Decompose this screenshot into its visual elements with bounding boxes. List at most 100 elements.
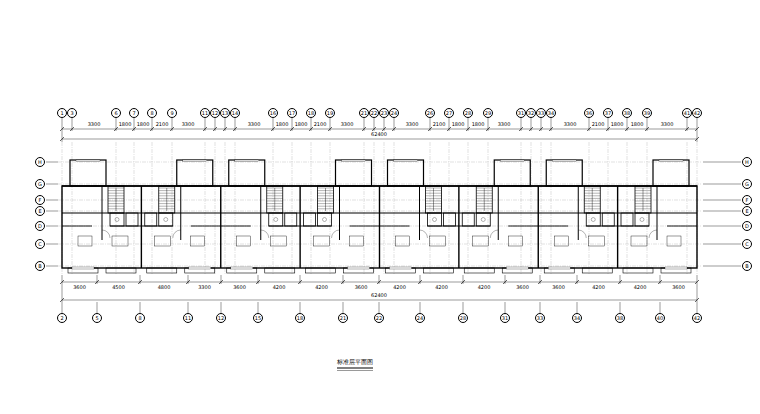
axis-bubble: 34 bbox=[572, 313, 582, 323]
axis-line bbox=[58, 162, 701, 163]
window bbox=[183, 160, 207, 162]
door-swing bbox=[578, 230, 586, 238]
axis-leader bbox=[379, 302, 380, 313]
party-wall bbox=[299, 186, 300, 268]
stair-well bbox=[584, 186, 600, 213]
window bbox=[552, 160, 576, 162]
dimension-text: 3600 bbox=[671, 285, 686, 290]
axis-bubble: G bbox=[35, 179, 45, 189]
axis-bubble: 32 bbox=[526, 108, 536, 118]
interior-wall bbox=[350, 226, 380, 227]
stair-handrail bbox=[274, 188, 275, 211]
axis-number: 24 bbox=[391, 111, 397, 116]
sofa-symbol bbox=[112, 236, 128, 246]
axis-number: 19 bbox=[327, 111, 333, 116]
dimension-text: 2100 bbox=[313, 122, 328, 127]
dimension-text: 62400 bbox=[370, 132, 388, 137]
bathroom bbox=[476, 213, 490, 226]
axis-number: 41 bbox=[684, 111, 690, 116]
axis-bubble: 38 bbox=[615, 313, 625, 323]
axis-leader bbox=[540, 302, 541, 313]
window bbox=[390, 267, 412, 269]
axis-bubble: 33 bbox=[535, 313, 545, 323]
axis-bubble: B bbox=[35, 261, 45, 271]
door-swing bbox=[173, 230, 181, 238]
fixture-symbol bbox=[591, 218, 595, 222]
axis-number: 11 bbox=[202, 111, 208, 116]
kitchen bbox=[621, 213, 633, 226]
kitchen bbox=[304, 213, 316, 226]
bathroom bbox=[318, 213, 332, 226]
door-swing bbox=[332, 230, 340, 238]
sofa-symbol bbox=[271, 236, 287, 246]
axis-number: 22 bbox=[371, 111, 377, 116]
axis-bubble: H bbox=[742, 157, 752, 167]
axis-bubble: F bbox=[35, 195, 45, 205]
axis-number: 16 bbox=[270, 111, 276, 116]
axis-number: F bbox=[39, 198, 42, 203]
axis-number: E bbox=[38, 209, 41, 214]
interior-wall bbox=[380, 226, 410, 227]
fixture-symbol bbox=[274, 218, 278, 222]
interior-wall bbox=[538, 226, 568, 227]
balcony bbox=[227, 268, 257, 273]
axis-leader bbox=[221, 302, 222, 313]
dimension-text: 4200 bbox=[392, 285, 407, 290]
axis-number: 14 bbox=[232, 111, 238, 116]
axis-leader bbox=[703, 266, 741, 267]
window bbox=[189, 267, 211, 269]
door-swing bbox=[649, 230, 657, 238]
axis-leader bbox=[46, 226, 58, 227]
axis-leader bbox=[703, 244, 741, 245]
axis-leader bbox=[343, 302, 344, 313]
bathroom bbox=[428, 213, 442, 226]
axis-number: 29 bbox=[485, 111, 491, 116]
axis-bubble: 26 bbox=[425, 108, 435, 118]
balcony bbox=[661, 268, 691, 273]
fixture-symbol bbox=[164, 218, 168, 222]
axis-leader bbox=[505, 302, 506, 313]
axis-bubble: F bbox=[742, 195, 752, 205]
dimension-text: 4200 bbox=[434, 285, 449, 290]
axis-bubble: 40 bbox=[655, 313, 665, 323]
axis-number: C bbox=[38, 242, 42, 247]
axis-bubble: 24 bbox=[389, 108, 399, 118]
extension-line bbox=[697, 131, 698, 142]
axis-number: 18 bbox=[308, 111, 314, 116]
window bbox=[506, 267, 528, 269]
axis-line bbox=[58, 184, 701, 185]
axis-bubble: 13 bbox=[220, 108, 230, 118]
bed-symbol bbox=[237, 236, 251, 246]
axis-leader bbox=[703, 200, 741, 201]
window bbox=[76, 160, 100, 162]
dimension-text: 4200 bbox=[591, 285, 606, 290]
bedroom-projection bbox=[653, 160, 689, 186]
axis-bubble: 3 bbox=[67, 108, 77, 118]
caption-underline bbox=[337, 370, 373, 371]
axis-leader bbox=[660, 302, 661, 313]
axis-bubble: 22 bbox=[369, 108, 379, 118]
axis-bubble: 11 bbox=[183, 313, 193, 323]
stair-well bbox=[318, 186, 334, 213]
axis-leader bbox=[46, 266, 58, 267]
bathroom bbox=[110, 213, 124, 226]
axis-bubble: C bbox=[742, 239, 752, 249]
window bbox=[342, 160, 366, 162]
axis-leader bbox=[46, 211, 58, 212]
dimension-text: 3300 bbox=[247, 122, 262, 127]
axis-bubble: 7 bbox=[129, 108, 139, 118]
bed-symbol bbox=[667, 236, 681, 246]
dimension-text: 2100 bbox=[591, 122, 606, 127]
axis-bubble: 18 bbox=[306, 108, 316, 118]
axis-number: 42 bbox=[694, 316, 700, 321]
axis-number: 21 bbox=[361, 111, 367, 116]
stair-handrail bbox=[592, 188, 593, 211]
axis-bubble: 24 bbox=[415, 313, 425, 323]
axis-bubble: 41 bbox=[682, 108, 692, 118]
bed-symbol bbox=[554, 236, 568, 246]
axis-number: 9 bbox=[170, 111, 173, 116]
bed-symbol bbox=[191, 236, 205, 246]
axis-leader bbox=[97, 302, 98, 313]
axis-number: 42 bbox=[694, 111, 700, 116]
axis-bubble: D bbox=[742, 221, 752, 231]
